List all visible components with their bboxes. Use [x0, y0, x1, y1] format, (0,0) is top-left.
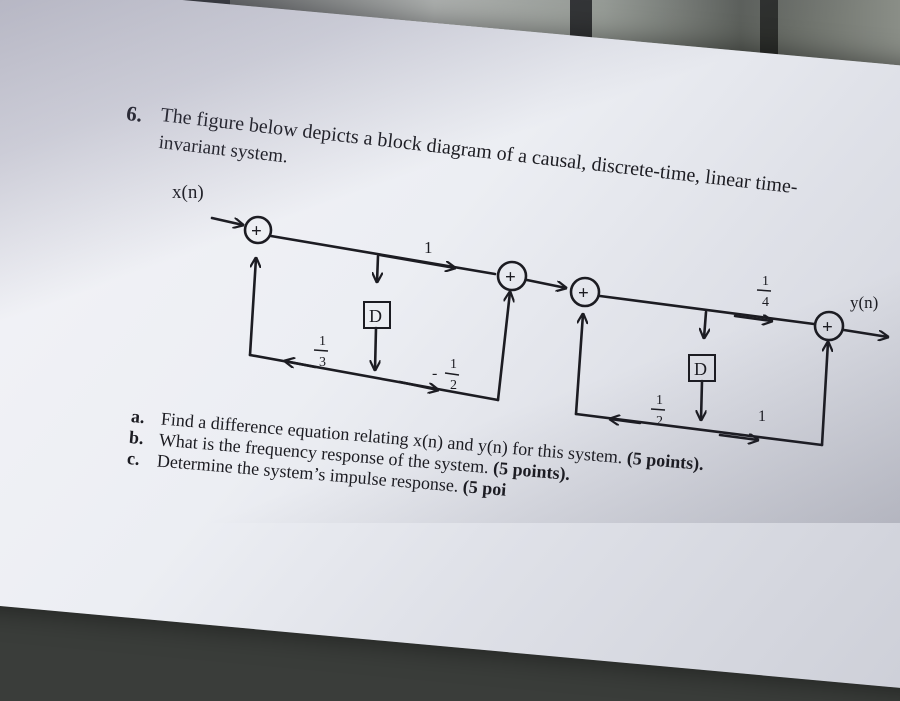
svg-text:1: 1 [656, 393, 663, 408]
feedback-left-arrow [285, 361, 317, 367]
delay-out-1 [375, 326, 376, 372]
forward-bottom-arrow-2 [718, 435, 758, 440]
adder-4-symbol: + [822, 317, 833, 338]
adder-1-symbol: + [251, 221, 262, 242]
svg-text:-: - [432, 365, 437, 382]
delay-label-2: D [694, 359, 707, 379]
svg-text:2: 2 [656, 414, 663, 429]
tap-line-1 [377, 254, 378, 282]
forward-bottom-arrow [398, 380, 438, 390]
svg-text:3: 3 [319, 355, 326, 370]
input-arrow [210, 216, 243, 225]
delay-label-1: D [369, 306, 382, 326]
signal-arrow [378, 253, 455, 268]
output-arrow [842, 328, 888, 337]
signal-line-2 [598, 294, 816, 326]
svg-text:2: 2 [450, 378, 457, 393]
input-label: x(n) [172, 182, 204, 203]
gain-one-third: 1 3 [313, 334, 329, 370]
tap-line-2 [704, 310, 706, 338]
delay-out-2 [701, 379, 702, 422]
adder-3 [569, 276, 601, 308]
adder-2 [496, 260, 528, 292]
feedback-left-arrow-2 [610, 419, 642, 423]
up-to-adder-4 [820, 342, 828, 447]
block-diagram: + + + + D D x(n) y(n) 1 1 3 - 1 2 1 4 [172, 182, 900, 447]
up-to-adder-2 [496, 292, 510, 402]
gain-minus-half: - 1 2 [432, 357, 460, 393]
gain-1: 1 [424, 238, 433, 257]
feedback-arrow-2 [574, 314, 583, 416]
gain-one-quarter: 1 4 [756, 274, 772, 310]
gain-one-half: 1 2 [650, 393, 666, 429]
feedback-arrow-1 [248, 258, 256, 357]
adder-4 [813, 310, 845, 342]
svg-text:4: 4 [762, 295, 769, 310]
adder-2-symbol: + [505, 267, 516, 288]
part-c-points: (5 poi [462, 476, 508, 500]
gain-quarter-arrow [733, 316, 772, 321]
svg-text:1: 1 [319, 334, 326, 349]
adder-3-symbol: + [578, 283, 589, 304]
output-label: y(n) [850, 293, 878, 312]
svg-text:1: 1 [762, 274, 769, 289]
part-a-label: a. [130, 406, 146, 428]
part-b-label: b. [128, 427, 145, 449]
connect-arrow [525, 278, 566, 288]
gain-1-bottom: 1 [758, 408, 766, 425]
adder-1 [243, 215, 273, 245]
svg-text:1: 1 [450, 357, 457, 372]
part-c-label: c. [126, 448, 141, 469]
